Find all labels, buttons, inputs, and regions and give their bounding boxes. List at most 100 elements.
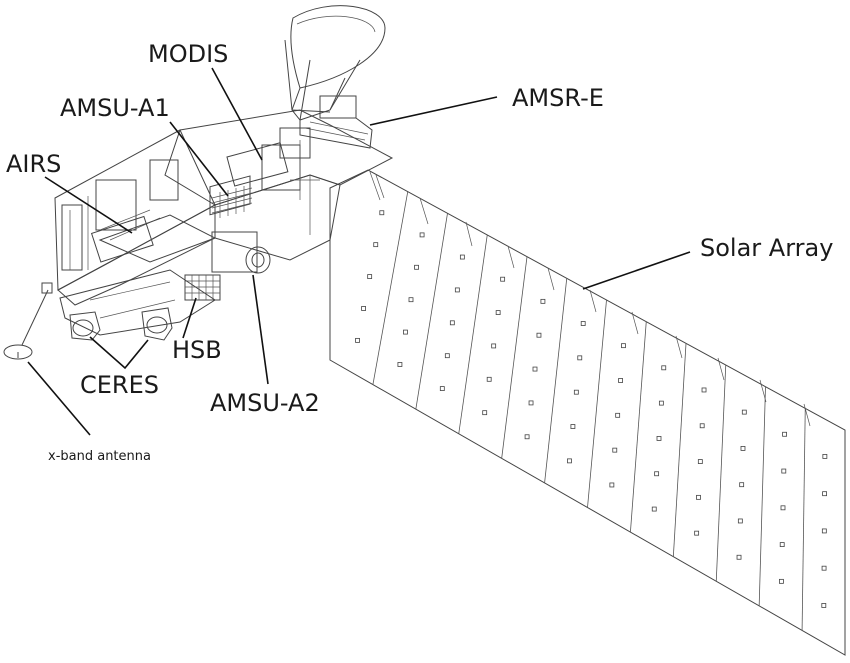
leader-amsu-a1 [169, 121, 229, 197]
solar-cell-marker [528, 400, 534, 406]
solar-panel-divider [415, 213, 448, 410]
label-solar-array: Solar Array [700, 234, 833, 262]
label-amsu-a2: AMSU-A2 [210, 389, 320, 417]
solar-cell-marker [822, 491, 827, 497]
amsu-a1-instrument [209, 175, 253, 218]
solar-cell-marker [419, 232, 425, 238]
solar-panel-divider [458, 234, 488, 434]
solar-array-hatching [369, 171, 811, 427]
solar-cell-marker [495, 310, 501, 315]
solar-cell-marker [658, 400, 664, 406]
solar-cell-marker [661, 365, 667, 371]
leader-x-band-antenna [27, 361, 91, 436]
solar-cell-marker [444, 353, 450, 359]
solar-cell-marker [500, 276, 506, 282]
solar-cell-marker [780, 505, 786, 511]
solar-cell-marker [739, 482, 745, 488]
solar-cell-marker [355, 337, 360, 343]
solar-cell-marker [699, 423, 705, 429]
solar-panel-divider [372, 191, 409, 385]
leader-ceres [89, 336, 149, 370]
label-x-band-antenna: x-band antenna [48, 449, 151, 464]
solar-cell-marker [367, 274, 373, 279]
solar-cell-marker [486, 376, 492, 382]
solar-cell-marker [609, 482, 615, 488]
label-hsb: HSB [172, 336, 222, 364]
solar-cell-marker [361, 306, 366, 311]
amsr-e-antenna [284, 5, 386, 149]
solar-cell-marker [696, 494, 701, 500]
solar-cell-marker [449, 320, 455, 326]
solar-panel-divider [801, 408, 806, 631]
leader-airs [44, 176, 133, 234]
ceres-instruments [69, 307, 173, 341]
solar-panel-divider [758, 386, 766, 606]
solar-cell-marker [821, 603, 827, 608]
leader-amsr-e [369, 96, 498, 126]
solar-array-cells [355, 210, 828, 608]
solar-array-panel-lines [372, 191, 806, 631]
leader-modis [211, 67, 263, 161]
solar-cell-marker [524, 434, 530, 440]
solar-cell-marker [397, 362, 403, 367]
solar-cell-marker [379, 210, 385, 216]
solar-cell-marker [573, 389, 579, 395]
label-ceres: CERES [80, 371, 159, 399]
leader-solar-array [582, 251, 691, 290]
solar-cell-marker [737, 518, 743, 524]
solar-cell-marker [439, 386, 445, 391]
solar-cell-marker [408, 297, 414, 303]
leader-amsu-a2 [252, 274, 269, 385]
spacecraft-bus [3, 109, 394, 360]
solar-cell-marker [577, 355, 583, 361]
solar-cell-marker [373, 242, 379, 248]
solar-cell-marker [536, 332, 542, 338]
solar-cell-marker [654, 471, 660, 477]
solar-cell-marker [491, 343, 497, 349]
label-amsr-e: AMSR-E [512, 84, 604, 112]
solar-panel-divider [501, 256, 528, 459]
labels: MODIS AMSU-A1 AMSR-E AIRS Solar Array HS… [6, 40, 833, 464]
solar-cell-marker [612, 447, 618, 453]
label-amsu-a1: AMSU-A1 [60, 94, 170, 122]
solar-cell-marker [740, 446, 746, 451]
solar-panel-divider [544, 278, 568, 483]
solar-cell-marker [822, 454, 828, 459]
solar-cell-marker [580, 321, 586, 326]
solar-cell-marker [779, 578, 784, 584]
solar-cell-marker [621, 343, 626, 349]
solar-panel-divider [630, 321, 647, 533]
solar-cell-marker [697, 459, 703, 464]
solar-cell-marker [618, 378, 623, 383]
label-airs: AIRS [6, 150, 61, 178]
solar-cell-marker [656, 436, 662, 441]
solar-cell-marker [459, 254, 465, 260]
solar-cell-marker [779, 542, 785, 547]
solar-cell-marker [414, 264, 419, 270]
amsu-a2-instrument [211, 231, 271, 274]
solar-cell-marker [454, 287, 460, 293]
solar-cell-marker [532, 366, 538, 372]
solar-cell-marker [540, 298, 546, 304]
solar-cell-marker [694, 530, 700, 536]
solar-panel-divider [672, 343, 687, 557]
solar-cell-marker [651, 506, 657, 512]
leader-hsb [182, 297, 197, 339]
solar-cell-marker [403, 329, 408, 335]
solar-cell-marker [781, 468, 787, 474]
solar-cell-marker [482, 410, 488, 416]
solar-cell-marker [570, 424, 576, 429]
hsb-instrument [184, 274, 221, 301]
leader-lines [27, 67, 691, 436]
solar-cell-marker [701, 387, 707, 393]
solar-cell-marker [615, 412, 621, 418]
solar-cell-marker [741, 409, 747, 415]
solar-cell-marker [821, 565, 827, 571]
solar-cell-marker [782, 431, 787, 437]
solar-array [329, 169, 846, 656]
solar-panel-divider [587, 299, 607, 508]
x-band-antenna [3, 282, 53, 360]
solar-cell-marker [567, 458, 572, 464]
